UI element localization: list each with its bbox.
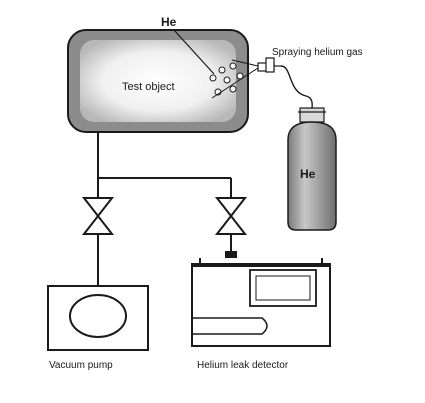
valve-right	[214, 197, 248, 235]
bubble	[229, 85, 237, 93]
bubble	[229, 62, 237, 70]
cylinder-he-label: He	[300, 167, 316, 181]
bubble	[218, 66, 226, 74]
chamber-inner	[80, 40, 236, 122]
he-pointer-line	[173, 29, 215, 75]
detector-screen	[249, 269, 317, 307]
bubble	[223, 76, 231, 84]
bubble	[209, 74, 217, 82]
cylinder-valve	[299, 107, 325, 123]
spray-lines	[211, 59, 259, 99]
spraying-label: Spraying helium gas	[272, 47, 363, 58]
helium-cylinder	[287, 107, 337, 231]
gas-hose	[280, 65, 313, 111]
bubble	[236, 72, 244, 80]
cylinder-body	[287, 121, 337, 231]
vacuum-pump	[47, 285, 149, 351]
detector-screen-inner	[255, 275, 311, 301]
detector-panel	[192, 317, 268, 335]
pump-rotor	[69, 294, 127, 338]
leak-detector-label: Helium leak detector	[197, 360, 289, 371]
valve-left	[81, 197, 115, 235]
test-chamber	[67, 29, 249, 133]
test-object-label: Test object	[122, 81, 175, 93]
vacuum-pump-label: Vacuum pump	[49, 360, 113, 371]
detector-port	[225, 251, 237, 258]
leak-detector	[191, 251, 331, 347]
piping	[97, 132, 232, 286]
he-top-label: He	[161, 15, 177, 29]
spray-nozzle	[257, 57, 281, 73]
